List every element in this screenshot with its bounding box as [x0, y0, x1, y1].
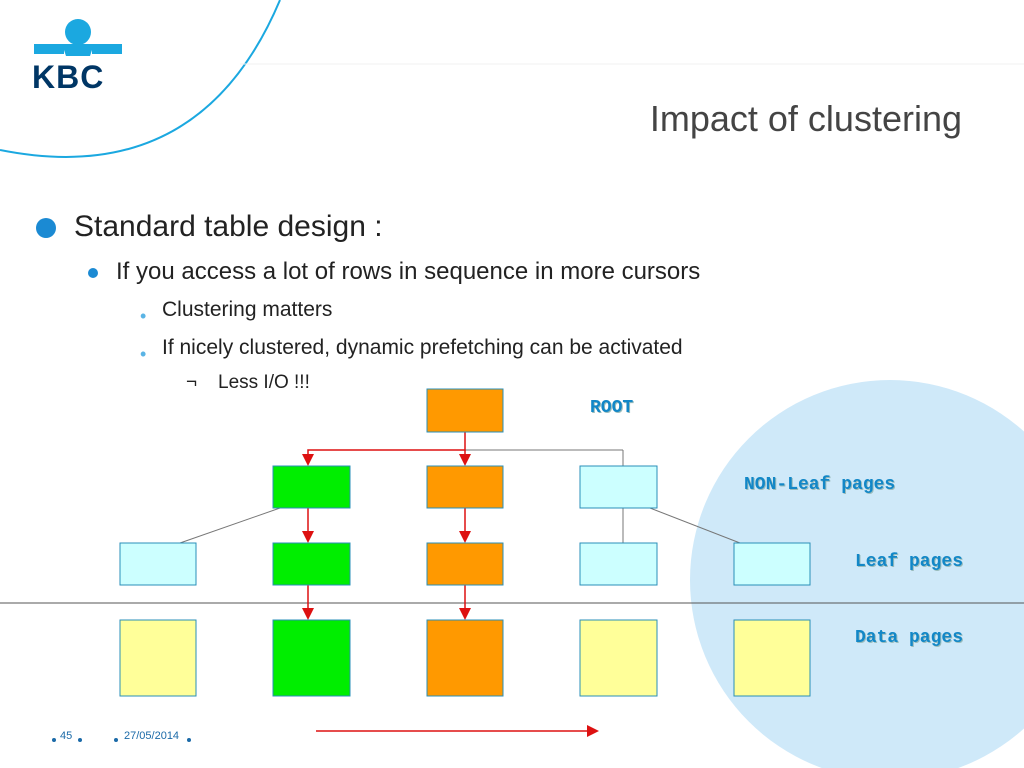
bullet-level1: Standard table design :: [74, 210, 383, 243]
nonleaf-box-3: [579, 465, 658, 509]
tree-connectors: [179, 432, 741, 544]
page-boxes: [119, 388, 811, 697]
data-box-5: [733, 619, 811, 697]
data-box-1: [119, 619, 197, 697]
bullet-dot-icon: [36, 218, 56, 238]
leaf-box-1: [119, 542, 197, 586]
bullet-level3-item: If nicely clustered, dynamic prefetching…: [162, 336, 683, 359]
footer-date: 27/05/2014: [124, 730, 180, 742]
label-leaf-pages: Leaf pages: [855, 552, 964, 572]
bullet-level3-item: Clustering matters: [162, 298, 333, 321]
bullet-dot-icon: [88, 268, 98, 278]
leaf-box-5: [733, 542, 811, 586]
leaf-box-3: [426, 542, 504, 586]
nonleaf-box-1: [272, 465, 351, 509]
data-box-3: [426, 619, 504, 697]
footer-dot-icon: [78, 738, 82, 742]
label-root: ROOT: [590, 398, 634, 418]
kbc-logo-icon: [34, 19, 122, 56]
header-arc: [0, 0, 281, 158]
slide-title: Impact of clustering: [649, 98, 962, 139]
kbc-logo-text: KBC: [32, 59, 105, 95]
data-box-4: [579, 619, 658, 697]
data-box-2: [272, 619, 351, 697]
bullet-dot-icon: •: [140, 306, 147, 326]
label-nonleaf-pages: NON-Leaf pages: [744, 475, 896, 495]
footer-dot-icon: [187, 738, 191, 742]
bullet-dot-icon: •: [140, 344, 147, 364]
bullet-level2: If you access a lot of rows in sequence …: [116, 258, 701, 285]
footer-dot-icon: [52, 738, 56, 742]
leaf-box-2: [272, 542, 351, 586]
footer-dot-icon: [114, 738, 118, 742]
nonleaf-box-2: [426, 465, 504, 509]
label-data-pages: Data pages: [855, 628, 964, 648]
bullet-level4-marker: ¬: [186, 372, 198, 393]
leaf-box-4: [579, 542, 658, 586]
bullet-level4: Less I/O !!!: [218, 372, 310, 393]
page-number: 45: [60, 730, 73, 742]
root-box: [426, 388, 504, 433]
prefetch-arrows: [302, 432, 599, 737]
